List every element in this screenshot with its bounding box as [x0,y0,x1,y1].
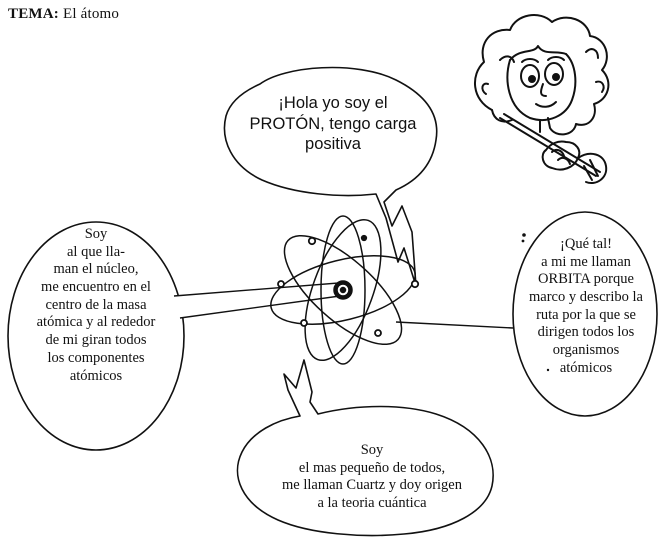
nucleus-pointer [173,282,341,319]
quark-speech-bubble [236,359,494,537]
orbit-text: ¡Qué tal! a mi me llaman ORBITA porque m… [515,236,657,378]
orbit-speech-bubble [512,211,658,417]
nucleus-core [339,286,347,294]
nucleus-line-7: de mi giran todos [45,332,147,349]
orbit-ellipse-4 [320,215,366,365]
nucleus-text: Soy al que lla- man el núcleo, me encuen… [16,226,176,385]
orbit-pointer [395,321,514,329]
scan-specks [521,233,550,372]
nucleus-line-4: me encuentro en el [41,279,151,296]
orbit-line-8: atómicos [559,359,613,376]
orbit-line-7: organismos [552,342,620,359]
proton-line-2: PROTÓN, tengo carga [249,114,417,133]
nucleus-line-6: atómica y al rededor [36,314,156,331]
nucleus-line-3: man el núcleo, [53,261,139,278]
electron-4 [300,319,308,327]
proton-speech-bubble [223,66,438,287]
proton-line-1: ¡Hola yo soy el [278,94,388,112]
proton-line-3: positiva [305,135,361,154]
page-title: TEMA: El átomo [8,6,119,23]
electron-1 [307,236,317,246]
orbit-ellipse-2 [283,234,403,346]
proton-text: ¡Hola yo soy el PROTÓN, tengo carga posi… [240,93,426,155]
nucleus-line-5: centro de la masa [45,296,147,313]
orbit-line-1: ¡Qué tal! [560,236,612,252]
orbit-ellipse-1 [270,255,416,325]
girl-cartoon-icon [473,14,610,184]
electron-2 [277,280,285,288]
nucleus-speech-bubble [7,221,185,451]
quark-text: Soy el mas pequeño de todos, me llaman C… [256,442,488,513]
quark-line-2: el mas pequeño de todos, [298,459,446,476]
orbit-line-6: dirigen todos los [537,324,635,341]
orbit-line-5: ruta por la que se [536,306,636,323]
title-label: TEMA: [8,6,59,22]
electron-3 [410,279,420,289]
nucleus-line-1: Soy [84,226,108,242]
quark-line-3: me llaman Cuartz y doy origen [282,477,462,494]
quark-line-1: Soy [360,442,384,458]
quark-line-4: a la teoria cuántica [317,495,427,512]
orbit-line-3: ORBITA porque [538,271,634,288]
title-topic: El átomo [62,6,120,22]
electron-6 [360,234,368,242]
orbit-ellipse-3 [304,218,382,362]
atom-illustration [270,215,420,365]
electron-5 [374,329,382,337]
nucleus-line-8: los componentes [47,349,145,366]
orbit-line-2: a mi me llaman [541,253,631,270]
orbit-line-4: marco y describo la [529,289,643,306]
nucleus-line-9: atómicos [69,367,123,384]
nucleus-line-2: al que lla- [67,243,125,260]
